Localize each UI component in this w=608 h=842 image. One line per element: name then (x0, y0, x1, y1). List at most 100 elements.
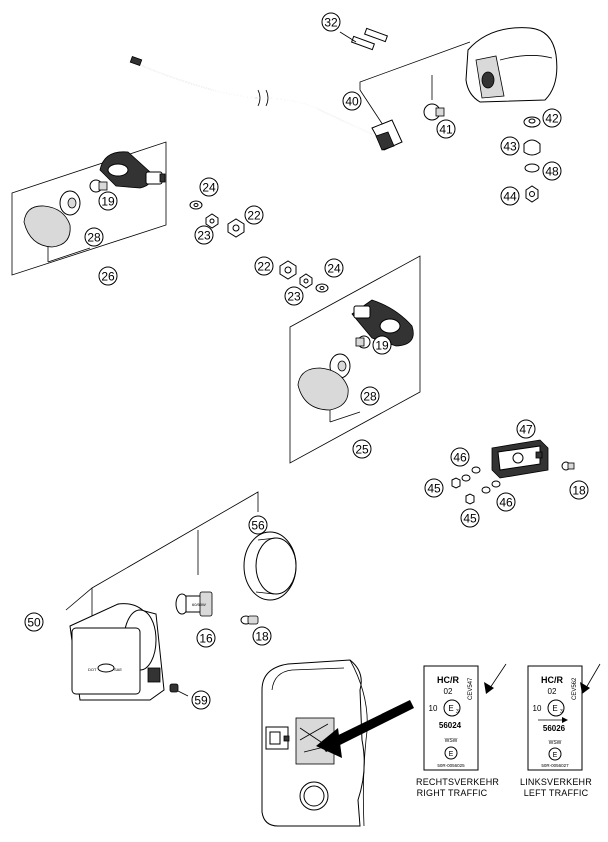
part-callout-p42: 42 (542, 108, 562, 128)
part-callout-circle (360, 386, 380, 406)
part-callout-number: 41 (439, 123, 453, 137)
part-callout-p18a: 18 (569, 480, 589, 500)
part-callout-p50: 50 (24, 612, 44, 632)
part-callout-circle (199, 177, 219, 197)
part-callout-p22b: 22 (254, 256, 274, 276)
label-left-code: 56026 (543, 724, 566, 733)
part-callout-circle (98, 266, 118, 286)
part-callout-p16: 16 (196, 628, 216, 648)
caption-right-traffic: RECHTSVERKEHR RIGHT TRAFFIC (416, 777, 500, 799)
part-callout-number: 24 (202, 181, 216, 195)
bulb-mark-h4: 60/55W (192, 602, 206, 607)
part-callout-p43: 43 (500, 136, 520, 156)
tail-light-group (339, 27, 558, 203)
label-left-bottom: 50R-0056027 (541, 763, 569, 768)
label-right-side: CEV547 (468, 677, 474, 700)
part-callout-circle (372, 335, 392, 355)
part-callout-p40: 40 (342, 91, 362, 111)
caption-left-de: LINKSVERKEHR (520, 777, 592, 787)
part-callout-p59: 59 (191, 690, 211, 710)
part-callout-circle (342, 91, 362, 111)
part-callout-number: 44 (503, 190, 517, 204)
part-callout-number: 19 (375, 339, 389, 353)
mount-hardware-a (189, 200, 245, 238)
label-right-mark: E (448, 704, 453, 713)
part-callout-circle (24, 612, 44, 632)
part-callout-p25: 25 (352, 439, 372, 459)
part-callout-p56: 56 (248, 515, 268, 535)
part-callout-circle (191, 690, 211, 710)
part-callout-p23a: 23 (194, 225, 214, 245)
part-callout-circle (424, 478, 444, 498)
part-callout-circle (450, 447, 470, 467)
part-callout-number: 23 (197, 229, 211, 243)
part-callout-number: 42 (545, 112, 559, 126)
part-callout-number: 26 (101, 270, 115, 284)
caption-right-en: RIGHT TRAFFIC (416, 788, 488, 798)
part-callout-p28b: 28 (360, 386, 380, 406)
part-callout-circle (321, 12, 341, 32)
part-callout-circle (500, 136, 520, 156)
part-callout-p44: 44 (500, 186, 520, 206)
part-callout-circle (542, 108, 562, 128)
part-callout-p18b: 18 (252, 626, 272, 646)
part-callout-circle (352, 439, 372, 459)
part-callout-p24a: 24 (199, 177, 219, 197)
label-left-mark: E (552, 704, 557, 713)
label-right-prefix: 10 (429, 704, 438, 713)
part-callout-p26: 26 (98, 266, 118, 286)
part-callout-circle (196, 628, 216, 648)
caption-right-de: RECHTSVERKEHR (416, 777, 500, 787)
part-callout-number: 23 (287, 290, 301, 304)
part-callout-number: 46 (499, 496, 513, 510)
part-callout-circle (496, 492, 516, 512)
label-right-small: WSW (445, 738, 458, 744)
part-callout-circle (500, 186, 520, 206)
part-callout-number: 16 (199, 632, 213, 646)
label-right-mark2: E (449, 751, 454, 758)
part-callout-number: 46 (453, 451, 467, 465)
part-callout-p23b: 23 (284, 286, 304, 306)
label-right-code: 56024 (439, 721, 462, 730)
label-left-small: WSW (549, 740, 562, 746)
wiring-harness (129, 55, 373, 135)
part-callout-p19b: 19 (372, 335, 392, 355)
label-left-mark2: E (553, 752, 558, 759)
part-callout-circle (542, 161, 562, 181)
label-left-line1: HC/R (541, 675, 563, 685)
approval-label-left: HC/R 02 10 E 3 56026 CEV562 WSW E 50R-00… (527, 663, 601, 771)
label-left-prefix: 10 (533, 704, 542, 713)
part-callout-p41: 41 (436, 119, 456, 139)
headlight-rear-inset (261, 659, 414, 827)
front-indicator-left-group (11, 141, 167, 276)
caption-left-traffic: LINKSVERKEHR LEFT TRAFFIC (520, 777, 592, 799)
label-right-mark-num: 3 (456, 709, 459, 715)
part-callout-number: 40 (345, 95, 359, 109)
part-callout-circle (244, 205, 264, 225)
svg-text:DOT: DOT (88, 667, 97, 672)
part-callout-number: 19 (101, 195, 115, 209)
part-callouts: 3240414243484419282624232222232419282547… (24, 12, 589, 710)
part-callout-number: 28 (363, 390, 377, 404)
label-left-side: CEV562 (572, 677, 578, 700)
part-callout-number: 24 (327, 262, 341, 276)
part-callout-number: 32 (324, 16, 338, 30)
part-callout-circle (194, 225, 214, 245)
part-callout-circle (252, 626, 272, 646)
part-callout-number: 59 (194, 694, 208, 708)
part-callout-number: 45 (463, 512, 477, 526)
part-callout-p24b: 24 (324, 258, 344, 278)
part-callout-number: 18 (572, 484, 586, 498)
part-callout-circle (248, 515, 268, 535)
part-callout-circle (436, 119, 456, 139)
part-callout-circle (284, 286, 304, 306)
label-right-bottom: 50R-0056025 (437, 763, 465, 768)
svg-text:SAE: SAE (114, 667, 122, 672)
part-callout-p46b: 46 (496, 492, 516, 512)
part-callout-number: 47 (519, 423, 533, 437)
part-callout-circle (98, 191, 118, 211)
part-callout-number: 43 (503, 140, 517, 154)
caption-left-en: LEFT TRAFFIC (523, 788, 589, 798)
part-callout-p32: 32 (321, 12, 341, 32)
label-right-line2: 02 (444, 687, 453, 696)
